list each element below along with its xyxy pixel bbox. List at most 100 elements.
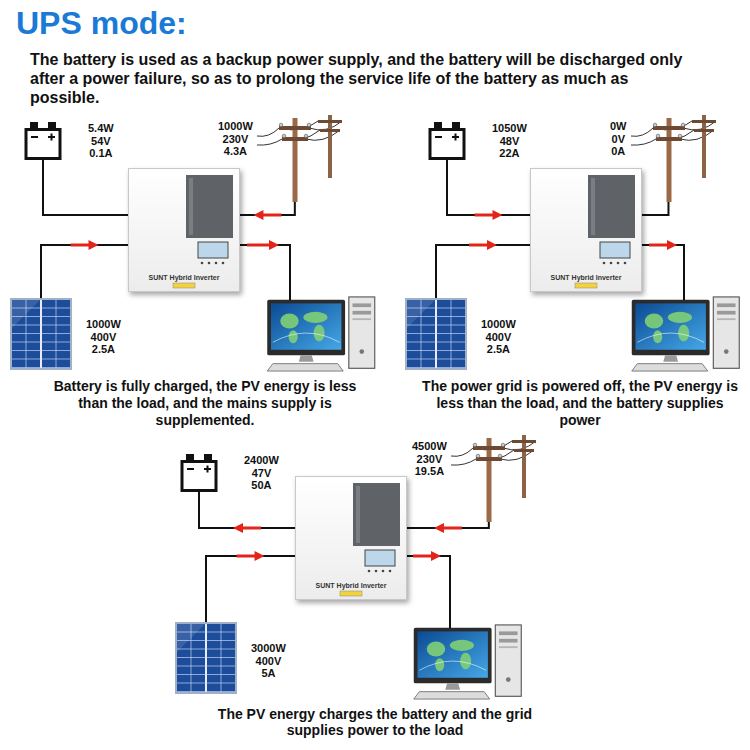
- power-connector: [41, 240, 128, 298]
- reading-group: 1050W 48V 22A: [492, 122, 527, 160]
- battery-node: 5.4W 54V 0.1A: [24, 120, 114, 160]
- power-wire: [447, 160, 530, 215]
- computer-icon: [267, 297, 375, 371]
- flow-arrow: [442, 527, 462, 530]
- arrow-head: [253, 210, 263, 220]
- reading-group: 3000W 400V 5A: [251, 642, 286, 680]
- reading-group: 5.4W 54V 0.1A: [88, 122, 114, 160]
- grid-icon: [631, 112, 721, 202]
- pv-icon: [175, 622, 237, 694]
- battery-icon: [24, 120, 62, 160]
- arrow-head: [233, 523, 243, 533]
- intro-text: The battery is used as a backup power su…: [30, 50, 690, 108]
- power-wire: [206, 556, 295, 622]
- arrow-head: [487, 240, 497, 250]
- pv-icon: [405, 298, 467, 370]
- grid-icon: [451, 432, 541, 522]
- reading-text: 4500W 230V 19.5A: [412, 440, 447, 478]
- inverter-label: SUNT Hybrid Inverter: [551, 274, 622, 282]
- inverter-art: [129, 169, 239, 291]
- battery-icon: [428, 120, 466, 160]
- battery-icon: [24, 120, 62, 160]
- battery-icon: [180, 452, 218, 492]
- flow-arrow: [247, 244, 270, 247]
- reading-group: 0W 0V 0A: [610, 120, 627, 158]
- reading-group: 1000W 230V 4.3A: [218, 120, 253, 158]
- inverter-art: [296, 477, 406, 599]
- reading-text: 3000W 400V 5A: [251, 642, 286, 680]
- pv-icon: [10, 298, 72, 370]
- reading-group: 2400W 47V 50A: [244, 454, 279, 492]
- grid-icon: [257, 112, 347, 202]
- power-wire: [240, 202, 295, 215]
- flow-arrow: [261, 214, 281, 217]
- reading-group: 4500W 230V 19.5A: [412, 440, 447, 478]
- inverter-label: SUNT Hybrid Inverter: [316, 582, 387, 590]
- pv-icon: [405, 298, 467, 370]
- load-wire: [240, 245, 290, 300]
- power-wire: [41, 245, 128, 298]
- inverter-box: SUNT Hybrid Inverter: [295, 476, 407, 600]
- reading-text: 2400W 47V 50A: [244, 454, 279, 492]
- computer-icon: [414, 625, 522, 699]
- pv-node: 1000W 400V 2.5A: [10, 298, 121, 370]
- pv-icon: [175, 622, 237, 694]
- reading-text: 1000W 400V 2.5A: [481, 318, 516, 356]
- grid-icon: [631, 112, 721, 202]
- battery-icon: [428, 120, 466, 160]
- power-connector: [240, 202, 295, 220]
- power-connector: [206, 551, 295, 622]
- arrow-head: [255, 551, 265, 561]
- flow-arrow: [413, 555, 432, 558]
- inverter-art: [531, 169, 641, 291]
- arrow-head: [434, 523, 444, 533]
- power-connector: [642, 202, 668, 215]
- pv-node: 3000W 400V 5A: [175, 622, 286, 694]
- reading-group: 1000W 400V 2.5A: [86, 318, 121, 356]
- load-wire: [642, 245, 684, 300]
- inverter-box: SUNT Hybrid Inverter: [128, 168, 240, 292]
- grid-icon: [257, 112, 347, 202]
- flow-arrow: [269, 240, 279, 250]
- pv-icon: [10, 298, 72, 370]
- flow-arrow: [71, 244, 91, 247]
- power-wire: [43, 160, 128, 215]
- scenario-caption: The power grid is powered off, the PV en…: [415, 378, 745, 428]
- power-wire: [199, 492, 295, 528]
- flow-arrow: [241, 527, 261, 530]
- scenario-caption: Battery is fully charged, the PV energy …: [40, 378, 370, 428]
- reading-group: 1000W 400V 2.5A: [481, 318, 516, 356]
- reading-text: 1000W 400V 2.5A: [86, 318, 121, 356]
- inverter-box: SUNT Hybrid Inverter: [530, 168, 642, 292]
- power-wire: [436, 245, 530, 298]
- power-wire: [642, 202, 668, 215]
- inverter-label: SUNT Hybrid Inverter: [149, 274, 220, 282]
- power-connector: [436, 240, 530, 298]
- power-wire: [407, 522, 489, 528]
- power-connector: [447, 160, 530, 220]
- arrow-head: [493, 210, 503, 220]
- flow-arrow: [649, 244, 668, 247]
- power-connector: [199, 492, 295, 533]
- computer-icon: [632, 297, 740, 371]
- battery-icon: [180, 452, 218, 492]
- battery-node: 2400W 47V 50A: [180, 452, 279, 492]
- grid-node: 4500W 230V 19.5A: [412, 432, 541, 522]
- scenario-caption: The PV energy charges the battery and th…: [200, 706, 550, 738]
- pv-node: 1000W 400V 2.5A: [405, 298, 516, 370]
- reading-text: 0W 0V 0A: [610, 120, 627, 158]
- power-connector: [407, 522, 489, 533]
- flow-arrow: [667, 240, 677, 250]
- arrow-head: [89, 240, 99, 250]
- flow-arrow: [475, 214, 495, 217]
- flow-arrow: [469, 244, 489, 247]
- reading-text: 1000W 230V 4.3A: [218, 120, 253, 158]
- power-connector: [43, 160, 128, 215]
- load-wire: [407, 556, 450, 628]
- reading-text: 1050W 48V 22A: [492, 122, 527, 160]
- flow-arrow: [431, 551, 441, 561]
- battery-node: 1050W 48V 22A: [428, 120, 527, 160]
